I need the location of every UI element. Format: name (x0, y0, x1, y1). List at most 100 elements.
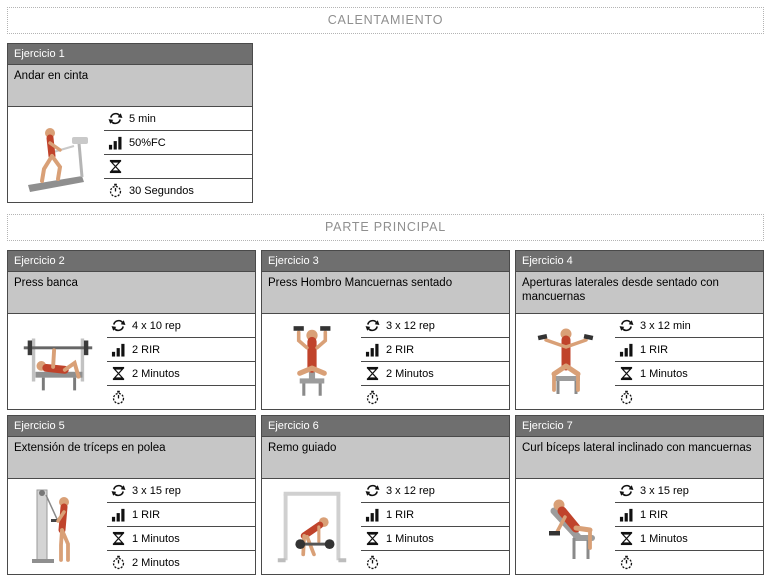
repeat-sets-icon (365, 318, 380, 333)
stat-value: 2 RIR (132, 343, 161, 356)
exercise-name: Remo guiado (262, 437, 509, 479)
hourglass-rest-icon (108, 159, 123, 174)
seated-dumbbell-press-illustration (262, 314, 361, 409)
stat-value: 1 Minutos (386, 532, 434, 545)
intensity-bars-icon (619, 507, 634, 522)
stat-row-duration (615, 551, 763, 574)
stat-row-intensity: 50%FC (104, 131, 252, 155)
stat-row-intensity: 2 RIR (361, 338, 509, 362)
stat-row-sets: 3 x 15 rep (107, 479, 255, 503)
stat-row-intensity: 1 RIR (615, 338, 763, 362)
seated-lateral-raise-illustration (516, 314, 615, 409)
hourglass-rest-icon (619, 531, 634, 546)
stat-row-sets: 3 x 12 rep (361, 479, 509, 503)
repeat-sets-icon (365, 483, 380, 498)
treadmill-walk-illustration-svg (28, 127, 88, 192)
exercise-stats: 5 min 50%FC 30 Segundos (104, 107, 252, 202)
stat-row-duration: 2 Minutos (107, 551, 255, 574)
stopwatch-icon (111, 390, 126, 405)
exercise-card-header: Ejercicio 1 (8, 44, 252, 65)
stat-value: 5 min (129, 112, 156, 125)
hourglass-rest-icon (111, 366, 126, 381)
stat-value: 4 x 10 rep (132, 319, 181, 332)
exercise-card-header: Ejercicio 7 (516, 416, 763, 437)
stat-value: 3 x 12 rep (386, 319, 435, 332)
exercise-card-body: 3 x 12 min 1 RIR 1 Minutos (516, 314, 763, 409)
intensity-bars-icon (111, 342, 126, 357)
exercise-card-6: Ejercicio 6 Remo guiado (261, 415, 510, 575)
stat-row-sets: 4 x 10 rep (107, 314, 255, 338)
intensity-bars-icon (108, 135, 123, 150)
exercise-card-1: Ejercicio 1 Andar en cinta (7, 43, 253, 203)
hourglass-rest-icon (365, 366, 380, 381)
repeat-sets-icon (619, 318, 634, 333)
stat-row-rest: 1 Minutos (615, 527, 763, 551)
exercise-card-body: 3 x 12 rep 1 RIR 1 Minutos (262, 479, 509, 574)
intensity-bars-icon (365, 342, 380, 357)
cable-triceps-pushdown-illustration (8, 479, 107, 574)
intensity-bars-icon (365, 507, 380, 522)
exercise-stats: 3 x 12 rep 1 RIR 1 Minutos (361, 479, 509, 574)
exercise-name: Extensión de tríceps en polea (8, 437, 255, 479)
exercise-stats: 3 x 15 rep 1 RIR 1 Minutos 2 Minutos (107, 479, 255, 574)
exercise-card-header: Ejercicio 4 (516, 251, 763, 272)
guided-row-illustration-svg (277, 491, 346, 562)
bench-press-illustration-svg (23, 338, 92, 390)
repeat-sets-icon (111, 483, 126, 498)
stat-row-sets: 3 x 12 rep (361, 314, 509, 338)
repeat-sets-icon (619, 483, 634, 498)
exercise-stats: 4 x 10 rep 2 RIR 2 Minutos (107, 314, 255, 409)
exercise-card-2: Ejercicio 2 Press banca (7, 250, 256, 410)
stat-value: 1 RIR (386, 508, 415, 521)
exercise-name: Andar en cinta (8, 65, 252, 107)
cable-triceps-pushdown-illustration-svg (31, 489, 70, 563)
warmup-section: Ejercicio 1 Andar en cinta (7, 43, 764, 203)
exercise-card-header: Ejercicio 2 (8, 251, 255, 272)
repeat-sets-icon (111, 318, 126, 333)
stat-value: 1 RIR (640, 508, 669, 521)
hourglass-rest-icon (619, 366, 634, 381)
seated-lateral-raise-illustration-svg (537, 328, 593, 394)
stat-row-rest (104, 155, 252, 179)
stat-row-duration (361, 386, 509, 409)
exercise-card-4: Ejercicio 4 Aperturas laterales desde se… (515, 250, 764, 410)
stat-row-intensity: 1 RIR (615, 503, 763, 527)
stat-value: 1 Minutos (132, 532, 180, 545)
repeat-sets-icon (108, 111, 123, 126)
main-section-grid: Ejercicio 2 Press banca (7, 250, 764, 575)
stat-value: 3 x 12 rep (386, 484, 435, 497)
exercise-card-3: Ejercicio 3 Press Hombro Mancuernas sent… (261, 250, 510, 410)
stat-row-duration: 30 Segundos (104, 179, 252, 202)
exercise-card-header: Ejercicio 6 (262, 416, 509, 437)
stat-row-rest: 1 Minutos (361, 527, 509, 551)
stat-row-rest: 2 Minutos (361, 362, 509, 386)
hourglass-rest-icon (111, 531, 126, 546)
stat-row-rest: 1 Minutos (107, 527, 255, 551)
stat-value: 30 Segundos (129, 184, 194, 197)
exercise-name: Press banca (8, 272, 255, 314)
stat-row-duration (107, 386, 255, 409)
stopwatch-icon (619, 390, 634, 405)
stat-row-duration (615, 386, 763, 409)
stat-row-intensity: 1 RIR (107, 503, 255, 527)
exercise-card-body: 5 min 50%FC 30 Segundos (8, 107, 252, 202)
exercise-name: Press Hombro Mancuernas sentado (262, 272, 509, 314)
incline-dumbbell-curl-illustration (516, 479, 615, 574)
stat-value: 2 Minutos (386, 367, 434, 380)
stat-row-rest: 2 Minutos (107, 362, 255, 386)
section-title-main: PARTE PRINCIPAL (7, 214, 764, 241)
exercise-card-body: 4 x 10 rep 2 RIR 2 Minutos (8, 314, 255, 409)
stat-row-duration (361, 551, 509, 574)
exercise-stats: 3 x 15 rep 1 RIR 1 Minutos (615, 479, 763, 574)
treadmill-walk-illustration (8, 107, 104, 202)
stopwatch-icon (108, 183, 123, 198)
stat-value: 3 x 15 rep (132, 484, 181, 497)
exercise-name: Curl bíceps lateral inclinado con mancue… (516, 437, 763, 479)
exercise-card-header: Ejercicio 5 (8, 416, 255, 437)
exercise-card-body: 3 x 12 rep 2 RIR 2 Minutos (262, 314, 509, 409)
exercise-stats: 3 x 12 rep 2 RIR 2 Minutos (361, 314, 509, 409)
stat-row-intensity: 2 RIR (107, 338, 255, 362)
stat-value: 50%FC (129, 136, 166, 149)
stat-value: 2 Minutos (132, 367, 180, 380)
